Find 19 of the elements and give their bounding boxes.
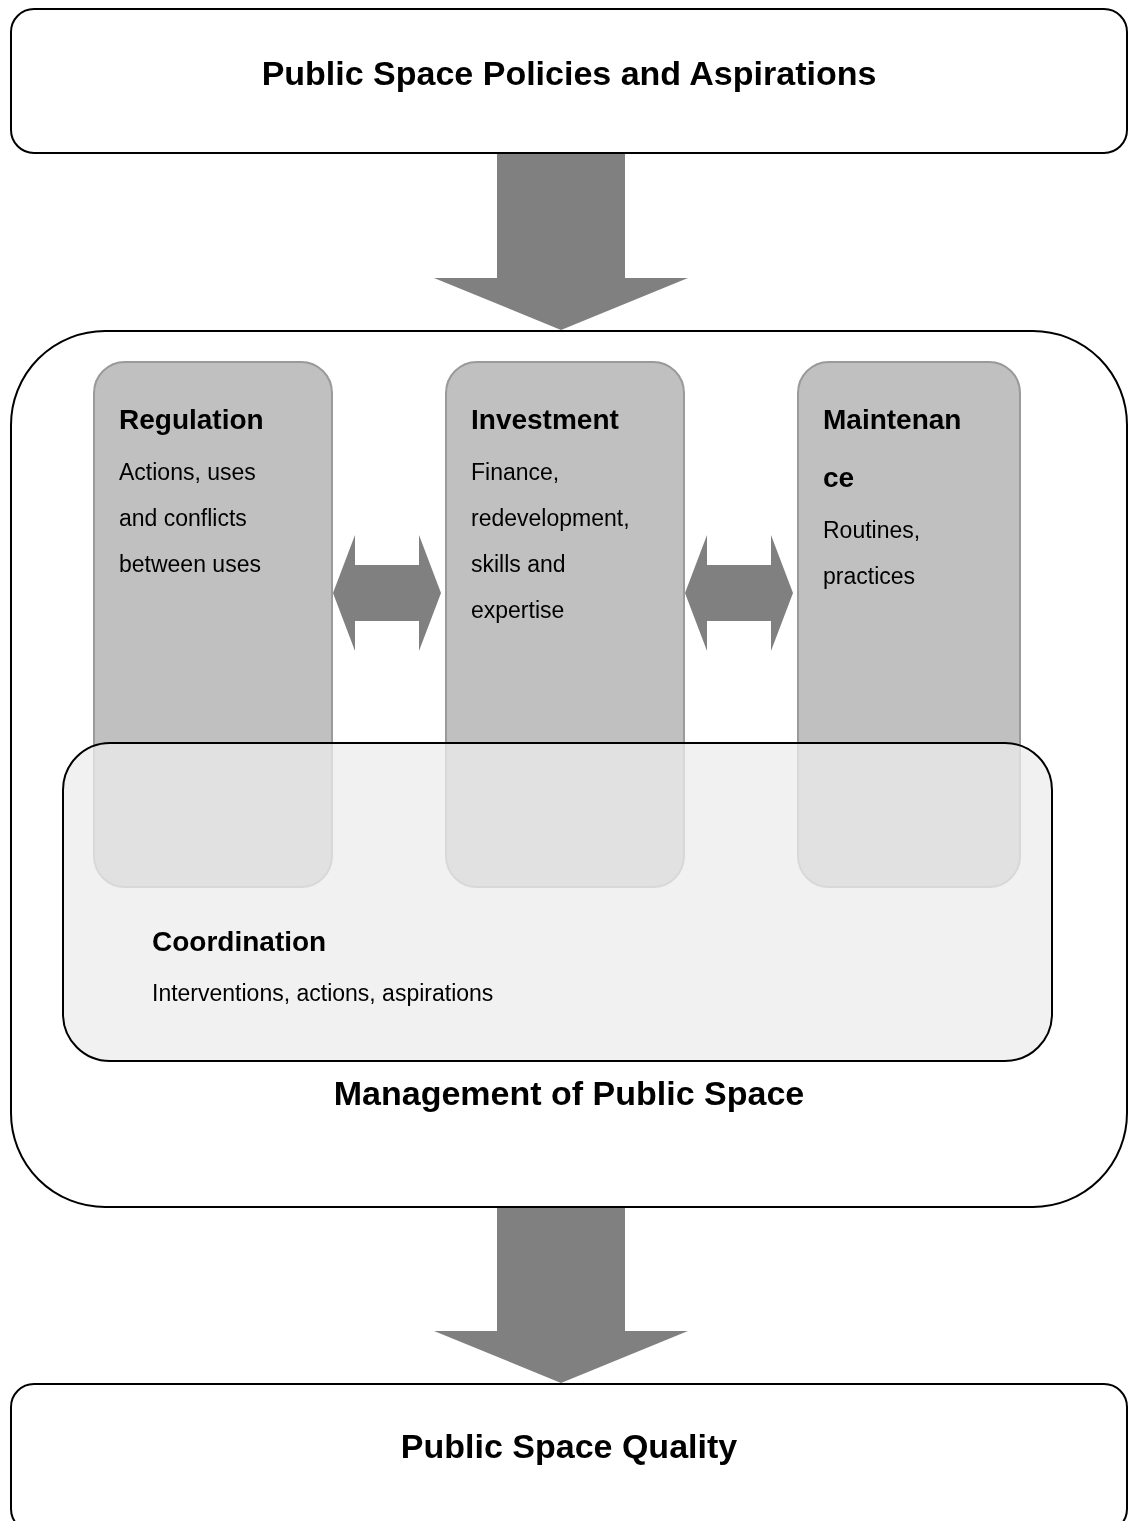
- double-block-arrow: [333, 535, 441, 651]
- container-title: Management of Public Space: [332, 1074, 806, 1113]
- category-heading: Maintenance: [823, 403, 963, 495]
- category-description: Finance, redevelopment, skills and expertise: [471, 458, 631, 625]
- category-description: Interventions, actions, aspirations: [152, 979, 495, 1008]
- category-heading: Coordination: [152, 925, 328, 959]
- category-heading: Investment: [471, 403, 620, 437]
- block-arrow: [434, 1208, 688, 1383]
- coordination-panel: [62, 742, 1053, 1062]
- category-description: Routines, practices: [823, 516, 922, 591]
- management-container: [10, 330, 1128, 1208]
- stage-box: [10, 8, 1128, 154]
- category-description: Actions, uses and conflicts between uses: [119, 458, 262, 579]
- block-arrow: [434, 154, 688, 330]
- double-block-arrow: [685, 535, 793, 651]
- category-heading: Regulation: [119, 403, 265, 437]
- stage-box: [10, 1383, 1128, 1521]
- stage-title: Public Space Quality: [399, 1427, 739, 1466]
- stage-title: Public Space Policies and Aspirations: [260, 54, 878, 93]
